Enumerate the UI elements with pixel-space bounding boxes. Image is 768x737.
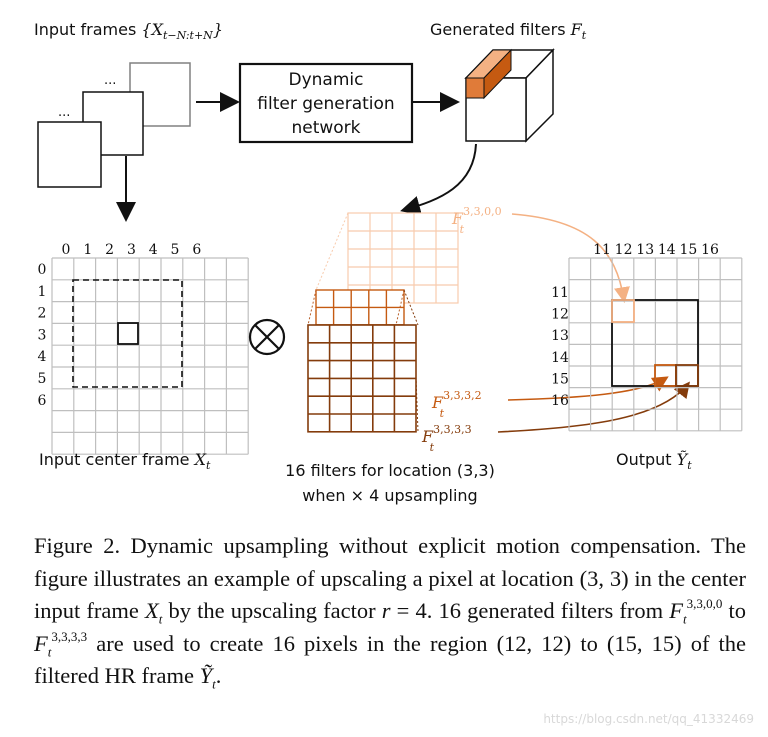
input-frames-stack — [37, 62, 191, 188]
network-label: Dynamic filter generation network — [257, 70, 395, 138]
input-col-label: 2 — [105, 242, 114, 258]
input-row-label: 3 — [38, 327, 47, 343]
input-col-label: 3 — [127, 242, 136, 258]
output-row-label: 15 — [551, 371, 569, 387]
input-col-label: 4 — [149, 242, 158, 258]
ellipsis-top: ... — [104, 73, 116, 88]
filter-stack — [307, 212, 459, 433]
input-center-frame-label: Input center frame Xt — [39, 450, 211, 473]
output-grid — [568, 257, 743, 432]
output-col-label: 14 — [658, 242, 676, 258]
output-col-label: 16 — [701, 242, 719, 258]
output-row-label: 13 — [551, 328, 569, 344]
arrow-cube-to-filters — [400, 143, 477, 216]
output-col-label: 13 — [636, 242, 654, 258]
arrow-f3332-to-output — [507, 376, 669, 401]
output-row-label: 11 — [551, 285, 569, 301]
ellipsis-bottom: ... — [58, 105, 70, 120]
output-label: Output Ỹt — [616, 450, 692, 473]
input-row-label: 5 — [38, 371, 47, 387]
input-grid — [51, 257, 249, 455]
input-row-label: 0 — [38, 262, 47, 278]
input-row-label: 4 — [38, 349, 47, 365]
input-row-label: 2 — [38, 306, 47, 322]
arrow-f0000-to-output — [511, 213, 630, 304]
arrow-f3333-to-output — [497, 381, 690, 433]
output-row-label: 14 — [551, 350, 569, 366]
output-row-label: 16 — [551, 393, 569, 409]
generated-filters-label: Generated filters Ft — [430, 20, 587, 43]
figure-caption: Figure 2. Dynamic upsampling without exp… — [34, 533, 747, 692]
filters-cube — [464, 48, 555, 143]
output-col-label: 15 — [679, 242, 697, 258]
input-row-label: 6 — [38, 393, 47, 409]
input-col-label: 0 — [62, 242, 71, 258]
input-col-label: 5 — [171, 242, 180, 258]
input-frames-label: Input frames {Xt−N:t+N} — [34, 20, 223, 43]
convolution-operator-icon — [248, 318, 286, 356]
output-col-label: 11 — [593, 242, 611, 258]
watermark: https://blog.csdn.net/qq_41332469 — [543, 712, 754, 726]
network-box — [238, 62, 414, 144]
input-col-label: 1 — [83, 242, 92, 258]
input-col-label: 6 — [192, 242, 201, 258]
filters-description-label: 16 filters for location (3,3) when × 4 u… — [285, 461, 495, 505]
input-row-label: 1 — [38, 284, 47, 300]
output-row-label: 12 — [551, 307, 569, 323]
output-col-label: 12 — [615, 242, 633, 258]
